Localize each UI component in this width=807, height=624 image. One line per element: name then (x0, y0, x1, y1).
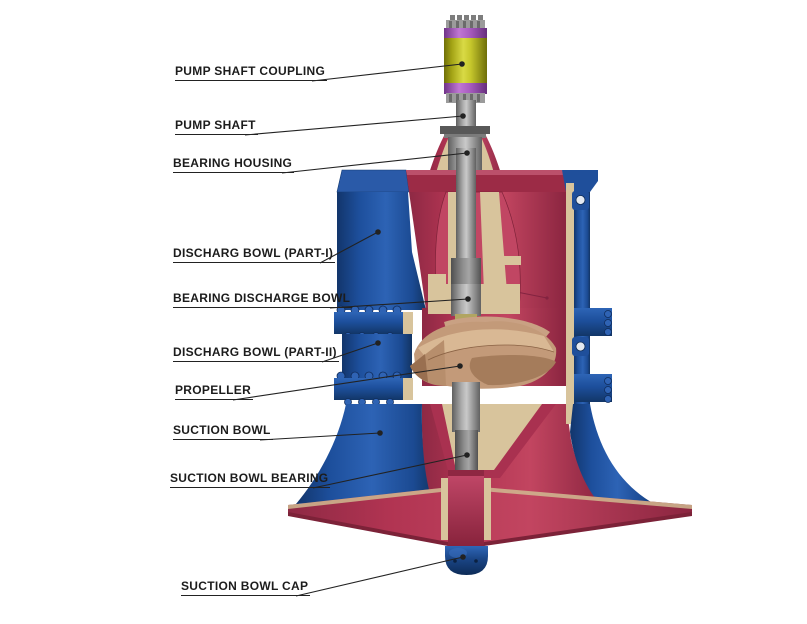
label-pump-shaft: PUMP SHAFT (175, 118, 258, 135)
propeller-part (410, 316, 557, 389)
suction-hub-and-cap (441, 470, 491, 575)
label-propeller: PROPELLER (175, 383, 254, 400)
label-suction-bowl-bearing: SUCTION BOWL BEARING (170, 471, 331, 488)
leader-lines (232, 61, 471, 597)
label-suction-bowl: SUCTION BOWL (173, 423, 273, 440)
flange-joint-lower (334, 371, 612, 406)
label-discharge-bowl-part-2: DISCHARG BOWL (PART-II) (173, 345, 339, 362)
label-bearing-discharge-bowl: BEARING DISCHARGE BOWL (173, 291, 353, 308)
pump-shaft-coupling-part (444, 15, 487, 103)
pump-shaft-part (456, 100, 476, 132)
label-pump-shaft-coupling: PUMP SHAFT COUPLING (175, 64, 328, 81)
bearing-discharge-bowl-part (428, 274, 520, 320)
label-bearing-housing: BEARING HOUSING (173, 156, 295, 173)
label-suction-bowl-cap: SUCTION BOWL CAP (181, 579, 311, 596)
discharge-bowl-1-rim (336, 169, 598, 193)
suction-bowl-bearing-part (455, 430, 478, 474)
label-discharge-bowl-part-1: DISCHARG BOWL (PART-I) (173, 246, 336, 263)
